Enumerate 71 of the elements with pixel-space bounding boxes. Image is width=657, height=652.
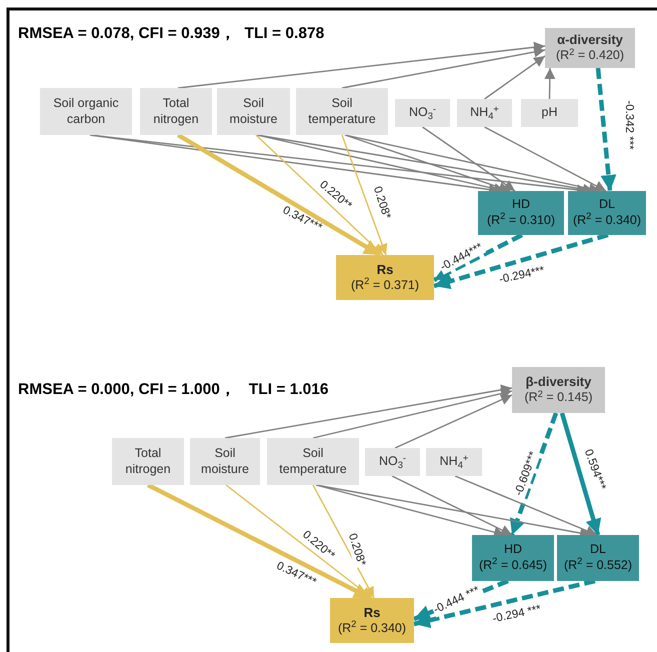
arrow bbox=[392, 475, 512, 536]
edge-label: -0.609*** bbox=[513, 449, 541, 499]
variable-box bbox=[40, 88, 132, 135]
variable-box bbox=[521, 99, 578, 127]
variable-label: (R$^{2}$ = 0.645) bbox=[478, 558, 548, 574]
arrow bbox=[341, 134, 388, 256]
variable-label: Total nitrogen bbox=[124, 446, 172, 478]
variable-label: DL bbox=[599, 197, 615, 213]
fit-statistics: RMSEA = 0.000, CFI = 1.000， TLI = 1.016 bbox=[18, 380, 328, 400]
arrow bbox=[312, 484, 375, 598]
arrow bbox=[433, 232, 609, 290]
variable-box bbox=[512, 367, 605, 413]
arrow bbox=[146, 483, 372, 600]
variable-box bbox=[478, 191, 564, 235]
arrow bbox=[226, 484, 372, 599]
arrow bbox=[560, 412, 602, 536]
variable-label: (R$^{2}$ = 0.340) bbox=[572, 213, 642, 229]
variable-box bbox=[330, 598, 414, 643]
variable-box bbox=[568, 191, 646, 235]
variable-label: (R$^{2}$ = 0.145) bbox=[524, 390, 593, 406]
variable-label: DL bbox=[590, 542, 606, 558]
arrow bbox=[484, 55, 546, 100]
variable-box bbox=[365, 448, 420, 476]
arrow bbox=[596, 68, 616, 192]
variable-label: Soil moisture bbox=[200, 446, 250, 478]
variable-box bbox=[395, 99, 450, 127]
arrow bbox=[344, 134, 510, 193]
variable-box bbox=[112, 438, 184, 485]
variable-label: pH bbox=[542, 105, 558, 121]
arrow bbox=[224, 384, 512, 439]
variable-label: Soil organic carbon bbox=[52, 96, 120, 128]
variable-box bbox=[217, 88, 290, 135]
arrow bbox=[176, 133, 382, 257]
variable-label: Soil moisture bbox=[228, 96, 278, 128]
variable-label: Rs bbox=[376, 262, 394, 278]
variable-box bbox=[426, 448, 482, 476]
variable-label: (R$^{2}$ = 0.371) bbox=[350, 278, 420, 294]
variable-label: (R$^{2}$ = 0.310) bbox=[486, 213, 556, 229]
arrow bbox=[544, 68, 556, 100]
variable-label: Soil temperature bbox=[278, 446, 348, 478]
variable-box bbox=[545, 28, 635, 68]
variable-label: Rs bbox=[364, 604, 380, 621]
variable-box bbox=[190, 438, 260, 485]
variable-label: Total nitrogen bbox=[152, 96, 200, 128]
variable-box bbox=[140, 88, 212, 135]
arrow bbox=[454, 475, 598, 536]
arrow bbox=[342, 46, 546, 89]
arrow bbox=[312, 388, 512, 439]
arrow bbox=[256, 134, 384, 256]
variable-label: (R$^{2}$ = 0.552) bbox=[564, 558, 632, 574]
arrow bbox=[413, 578, 596, 628]
variable-label: (R$^{2}$ = 0.420) bbox=[556, 48, 624, 64]
variable-label: β-diversity bbox=[526, 374, 592, 390]
variable-label: α-diversity bbox=[557, 32, 623, 48]
variable-box bbox=[296, 88, 388, 135]
variable-box bbox=[267, 438, 359, 485]
variable-box bbox=[472, 535, 554, 581]
arrow bbox=[178, 42, 546, 89]
arrow bbox=[422, 126, 516, 192]
variable-label: (R$^{2}$ = 0.340) bbox=[338, 620, 406, 636]
arrow bbox=[484, 126, 606, 192]
fit-statistics: RMSEA = 0.078, CFI = 0.939， TLI = 0.878 bbox=[18, 24, 324, 44]
variable-label: Soil temperature bbox=[307, 96, 377, 128]
arrow bbox=[432, 233, 524, 282]
variable-box bbox=[457, 99, 512, 127]
variable-label: HD bbox=[504, 542, 522, 558]
arrow bbox=[394, 394, 512, 449]
variable-label: HD bbox=[512, 197, 530, 213]
variable-box bbox=[557, 535, 639, 581]
arrow bbox=[510, 412, 558, 536]
variable-box bbox=[336, 255, 434, 300]
